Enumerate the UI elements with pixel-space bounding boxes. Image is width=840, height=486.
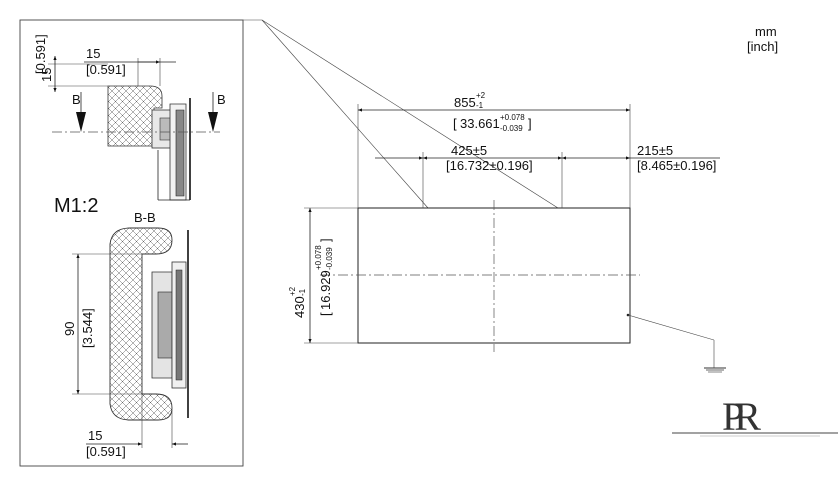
scale-label: M1:2: [54, 195, 98, 217]
detail-frame: [19, 19, 244, 467]
height-dim-mm: 90: [62, 322, 77, 336]
svg-text:]: ]: [528, 116, 532, 131]
housing-rail-upper: [175, 109, 185, 197]
ground-leader: [627, 314, 715, 341]
svg-text:[: [: [453, 116, 457, 131]
detail-leader-b: [261, 19, 559, 209]
top-vertical-dim-in: [0.591]: [33, 34, 48, 74]
section-arrow-left: [76, 112, 86, 132]
height-dim-in: [3.544]: [80, 308, 95, 348]
units-inch: [inch]: [747, 39, 778, 54]
top-horizontal-dim-in: [0.591]: [86, 62, 126, 77]
offset1-dim-mm: 425±5: [451, 143, 487, 158]
svg-text:16.929: 16.929: [318, 270, 333, 310]
lower-section-view: 90 [3.544] 15 [0.591]: [62, 227, 189, 459]
offset1-dim-in: [16.732±0.196]: [446, 158, 533, 173]
section-label: B-B: [134, 210, 156, 225]
main-view: 855 +2 -1 [ 33.661 +0.078 -0.039 ] 425±5…: [288, 91, 726, 373]
svg-text:-0.039: -0.039: [325, 247, 334, 270]
svg-text:-0.039: -0.039: [500, 124, 523, 133]
detail-view: B B 15 [0.591] 15 [0.591] M1:2 B-B: [19, 19, 244, 467]
height-dim-mm: 430 +2 -1: [288, 286, 307, 318]
svg-text:+0.078: +0.078: [500, 113, 525, 122]
section-arrow-right: [208, 112, 218, 132]
mechanism-core-lower: [157, 291, 173, 359]
bottom-horizontal-dim-mm: 15: [88, 428, 102, 443]
upper-section-view: B B 15 [0.591] 15 [0.591]: [33, 34, 226, 201]
offset2-dim-mm: 215±5: [637, 143, 673, 158]
width-dim-mm: 855 +2 -1: [454, 91, 486, 110]
svg-text:[: [: [318, 312, 333, 316]
section-marker-left: B: [72, 92, 81, 107]
offset2-dim-in: [8.465±0.196]: [637, 158, 716, 173]
svg-text:855: 855: [454, 95, 476, 110]
bottom-horizontal-dim-in: [0.591]: [86, 444, 126, 459]
brand-logo: PR: [672, 394, 838, 439]
svg-text:+2: +2: [288, 286, 297, 296]
top-horizontal-dim-mm: 15: [86, 46, 100, 61]
svg-text:+2: +2: [476, 91, 486, 100]
svg-text:-1: -1: [298, 288, 307, 296]
ground-symbol: [704, 367, 726, 373]
detail-leader-a: [261, 19, 429, 209]
logo-text: PR: [722, 394, 761, 439]
svg-text:]: ]: [318, 238, 333, 242]
svg-text:-1: -1: [476, 101, 484, 110]
width-dim-in: [ 33.661 +0.078 -0.039 ]: [453, 113, 532, 133]
svg-text:+0.078: +0.078: [314, 245, 323, 270]
height-dim-in: [ 16.929 +0.078 -0.039 ]: [314, 238, 334, 316]
svg-text:430: 430: [292, 296, 307, 318]
housing-rail-lower: [175, 269, 183, 381]
svg-text:33.661: 33.661: [460, 116, 500, 131]
top-vertical-dim-mm: 15: [39, 68, 54, 82]
units-mm: mm: [755, 24, 777, 39]
section-marker-right: B: [217, 92, 226, 107]
